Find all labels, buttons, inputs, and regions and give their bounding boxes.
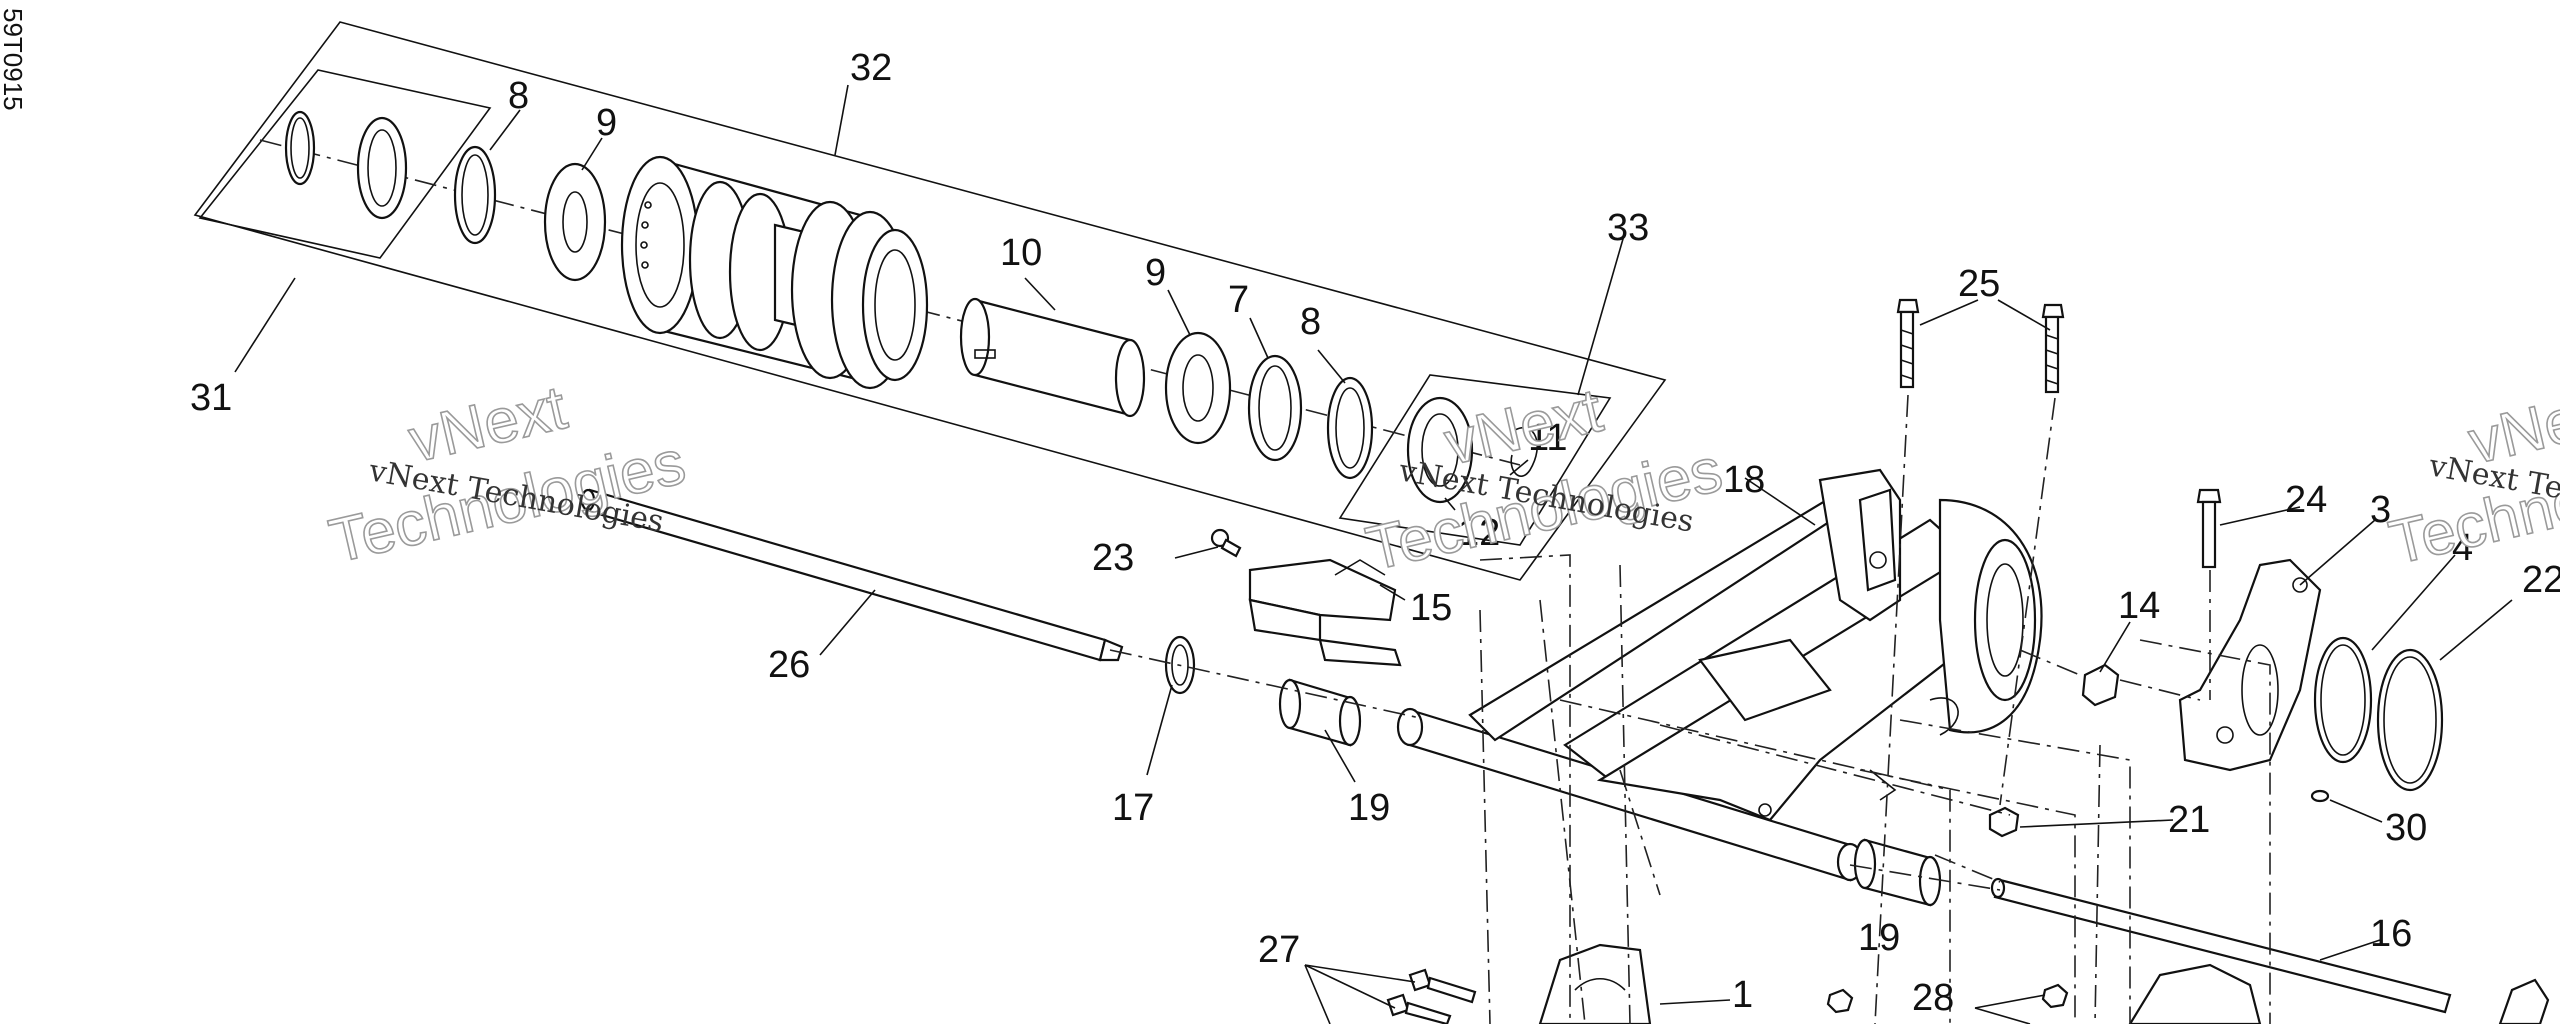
part-8-ring-left [453, 145, 497, 245]
part-10-sleeve [959, 297, 1146, 418]
callout-22: 22 [2522, 559, 2560, 601]
part-27-bolt-right [2041, 303, 2065, 394]
part-27-bolt-left [1896, 298, 1920, 389]
callout-24: 23 [1092, 537, 1134, 579]
callout-19-left: 19 [1348, 787, 1390, 829]
callout-15: 15 [1410, 587, 1452, 629]
rear-lower-bracket [2128, 963, 2262, 1024]
part-31-bearing [356, 116, 408, 220]
callout-9-left: 9 [596, 102, 617, 144]
assembly-frame-32 [193, 21, 1667, 581]
callout-9-right: 9 [1145, 252, 1166, 294]
part-22-ring [2376, 648, 2444, 792]
part-9-washer-right-inner [1182, 354, 1214, 422]
callout-18: 18 [1723, 459, 1765, 501]
figure-code: 59T0915 [0, 8, 28, 111]
part-30-nut [2310, 789, 2330, 803]
assembly-frame-31 [198, 69, 492, 259]
callout-10: 10 [1000, 232, 1042, 274]
alignment-lines [1109, 394, 2271, 1024]
part-9-washer-left [543, 162, 607, 282]
callout-11: 11 [1528, 417, 1567, 459]
callout-19-right: 19 [1858, 917, 1900, 959]
part-17-collar-inner [1171, 644, 1189, 686]
part-1-lower-bracket [1538, 943, 1652, 1024]
watermarks: vNext Technologies vNext Technologies vN… [323, 372, 2560, 585]
part-3-caliper-bracket [2178, 558, 2322, 772]
callout-16: 16 [2370, 913, 2412, 955]
part-8-ring-right [1326, 376, 1374, 480]
callout-7: 7 [1228, 279, 1249, 321]
part-4-ring-inner [2320, 644, 2366, 756]
callout-30: 30 [2385, 807, 2427, 849]
callout-31: 31 [190, 377, 232, 419]
part-19-bushing-left [1278, 678, 1362, 747]
part-31-bearing-inner [367, 129, 397, 207]
callout-32: 32 [850, 47, 892, 89]
part-18-swing-arm [1396, 468, 2043, 882]
callout-26: 27 [1258, 929, 1300, 971]
callout-17: 17 [1112, 787, 1154, 829]
callout-21: 21 [2168, 799, 2210, 841]
part-16-rear-shaft [1990, 877, 2452, 1014]
part-15-bracket [1248, 558, 1402, 667]
part-11-clip [1510, 427, 1539, 477]
callout-33: 33 [1607, 207, 1649, 249]
part-22-ring-inner [2383, 656, 2437, 784]
central-hub-drum [620, 155, 929, 390]
part-25-bolt [2196, 488, 2222, 569]
part-9-washer-left-inner [562, 191, 588, 253]
part-9-washer-right [1164, 331, 1232, 445]
part-28-shaft [580, 488, 1124, 662]
callout-28: 26 [768, 644, 810, 686]
part-26-bolt-upper [1408, 968, 1477, 1004]
part-8-ring-right-inner [1335, 387, 1365, 469]
part-31-seal-ring-inner [290, 117, 310, 179]
assembly-frame-33 [1338, 374, 1612, 546]
part-23-nut-left [1826, 988, 1854, 1014]
part-8-ring-left-inner [461, 154, 489, 236]
part-21-nut [1988, 806, 2020, 838]
part-7-ring [1247, 354, 1303, 462]
callout-12: 12 [1458, 512, 1500, 554]
callout-8-right: 8 [1300, 301, 1321, 343]
callout-23: 28 [1912, 977, 1954, 1019]
callout-1: 1 [1732, 974, 1753, 1016]
leader-lines [234, 84, 2513, 1024]
callout-labels: 32 8 9 10 9 7 8 33 11 12 31 25 18 23 15 … [190, 47, 2560, 1019]
part-12-bearing [1406, 396, 1474, 504]
part-26-bolt-lower [1386, 993, 1452, 1024]
part-12-bearing-inner [1421, 413, 1459, 487]
part-7-ring-inner [1258, 365, 1292, 451]
callout-14: 14 [2118, 585, 2160, 627]
right-edge-part [2498, 978, 2550, 1024]
callout-8-left: 8 [508, 75, 529, 117]
callout-4: 4 [2452, 527, 2473, 569]
part-4-ring [2313, 636, 2373, 764]
callout-27: 25 [1958, 263, 2000, 305]
callout-25: 24 [2285, 479, 2327, 521]
part-24-bolt [1210, 528, 1242, 558]
part-23-nut-right [2041, 983, 2069, 1009]
callout-3: 3 [2370, 489, 2391, 531]
